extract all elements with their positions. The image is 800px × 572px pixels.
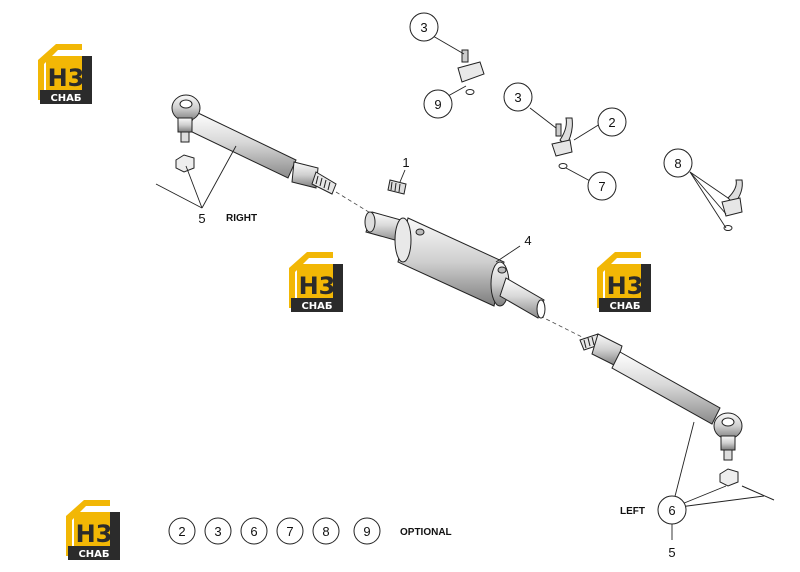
optional-parts-legend: 2 3 6 7 8 9 OPTIONAL xyxy=(168,517,452,545)
logo-main-text: H3 xyxy=(76,520,113,548)
grease-fitting-9 xyxy=(457,49,485,95)
brand-logo-right: H3 СНАБ xyxy=(597,252,651,312)
optional-part-text: 8 xyxy=(322,524,329,539)
optional-part-text: 3 xyxy=(214,524,221,539)
grease-fitting-2 xyxy=(551,117,573,169)
label-left: LEFT xyxy=(620,506,645,517)
steering-cylinder xyxy=(364,211,546,319)
callout-text: 6 xyxy=(668,503,675,518)
callout-text: 7 xyxy=(598,179,605,194)
callout-6: 6 xyxy=(657,495,687,525)
logo-sub-text: СНАБ xyxy=(50,93,81,104)
callout-text: 3 xyxy=(420,20,427,35)
grease-fitting-8 xyxy=(721,179,743,231)
optional-part-6: 6 xyxy=(240,517,268,545)
optional-part-text: 2 xyxy=(178,524,185,539)
callout-text: 9 xyxy=(434,97,441,112)
optional-part-2: 2 xyxy=(168,517,196,545)
callout-7: 7 xyxy=(587,171,617,201)
tie-rod-right xyxy=(171,94,337,195)
callout-2: 2 xyxy=(597,107,627,137)
callout-text: 8 xyxy=(674,156,681,171)
brand-logo-top-left: H3 СНАБ xyxy=(38,44,92,104)
fitting-part-1 xyxy=(387,179,407,195)
leader-lines xyxy=(155,35,765,540)
logo-main-text: H3 xyxy=(607,272,644,300)
part-number-4: 4 xyxy=(524,233,531,248)
logo-main-text: H3 xyxy=(48,64,85,92)
logo-main-text: H3 xyxy=(299,272,336,300)
brand-logo-center: H3 СНАБ xyxy=(289,252,343,312)
axis-line xyxy=(539,315,585,339)
label-right: RIGHT xyxy=(226,213,257,224)
optional-part-text: 9 xyxy=(363,524,370,539)
logo-sub-text: СНАБ xyxy=(609,301,640,312)
optional-part-text: 7 xyxy=(286,524,293,539)
logo-sub-text: СНАБ xyxy=(78,549,109,560)
logo-sub-text: СНАБ xyxy=(301,301,332,312)
optional-part-7: 7 xyxy=(276,517,304,545)
optional-part-text: 6 xyxy=(250,524,257,539)
axis-line xyxy=(335,191,373,215)
brand-logo-bottom-left: H3 СНАБ xyxy=(66,500,120,560)
callout-9: 9 xyxy=(423,89,453,119)
callout-text: 2 xyxy=(608,115,615,130)
callout-8: 8 xyxy=(663,148,693,178)
label-optional: OPTIONAL xyxy=(400,527,452,538)
callout-text: 3 xyxy=(514,90,521,105)
part-number-1: 1 xyxy=(402,155,409,170)
optional-part-9: 9 xyxy=(353,517,381,545)
optional-part-8: 8 xyxy=(312,517,340,545)
callout-3-mid: 3 xyxy=(503,82,533,112)
callout-3-top: 3 xyxy=(409,12,439,42)
optional-part-3: 3 xyxy=(204,517,232,545)
tie-rod-left xyxy=(579,333,775,501)
part-number-5-right: 5 xyxy=(198,211,205,226)
part-number-5-left: 5 xyxy=(668,545,675,560)
